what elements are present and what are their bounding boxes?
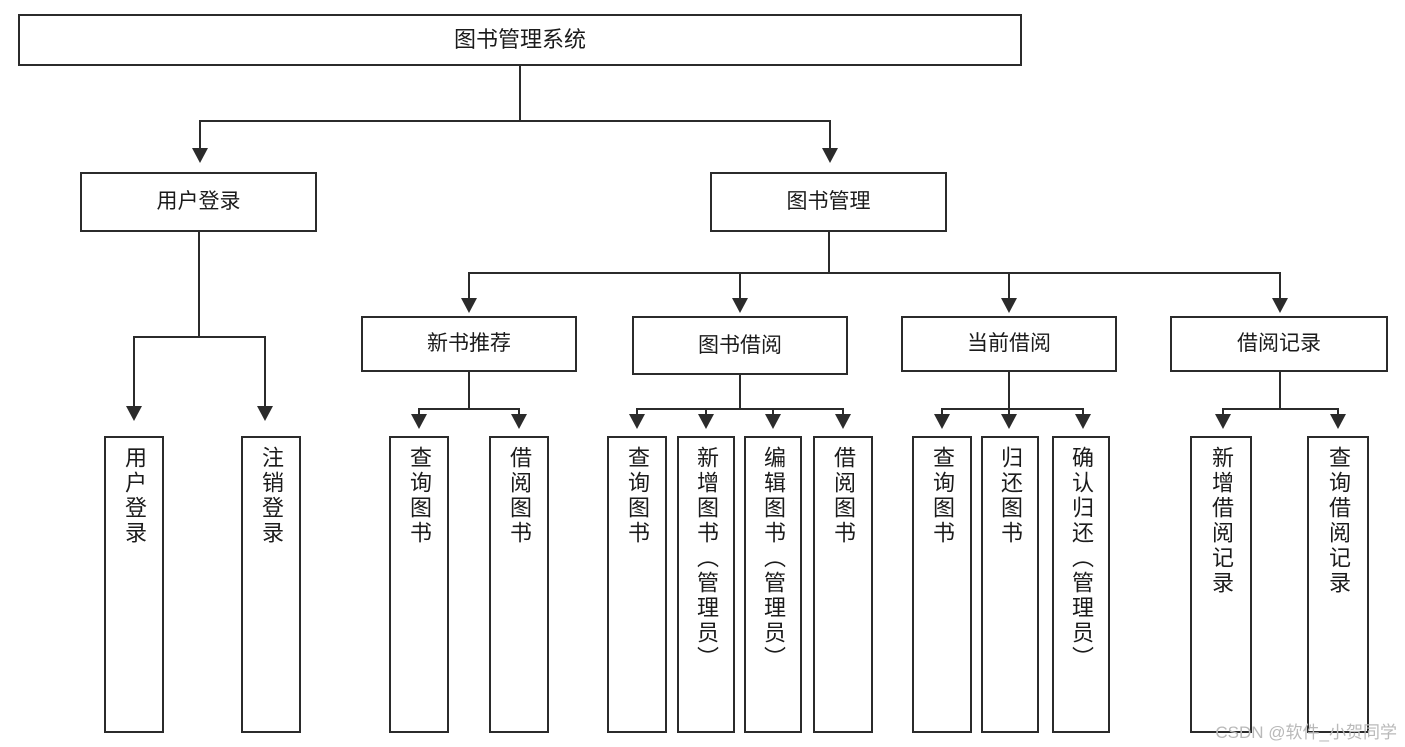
arrowhead-leaf-borrow-book-2 <box>835 414 851 429</box>
connector-current-borrow-to-leaf-3 <box>1082 408 1084 416</box>
connector-current-borrow-bus <box>941 408 1083 410</box>
arrowhead-leaf-query-record <box>1330 414 1346 429</box>
arrowhead-leaf-add-record <box>1215 414 1231 429</box>
arrowhead-new-book-rec <box>461 298 477 313</box>
node-leaf-return-book[interactable]: 归还图书 <box>981 436 1039 733</box>
connector-user-login-to-leaf-2 <box>264 336 266 408</box>
node-leaf-add-record-label: 新增借阅记录 <box>1209 446 1234 596</box>
connector-user-login-bus <box>133 336 264 338</box>
connector-current-borrow-stem <box>1008 372 1010 408</box>
node-book-manage-label: 图书管理 <box>786 190 871 214</box>
arrowhead-leaf-edit-book <box>765 414 781 429</box>
node-root[interactable]: 图书管理系统 <box>18 14 1022 66</box>
arrowhead-leaf-query-book-2 <box>629 414 645 429</box>
node-leaf-borrow-book-1-label: 借阅图书 <box>507 446 532 546</box>
connector-book-manage-stem <box>828 232 830 272</box>
node-book-borrow[interactable]: 图书借阅 <box>632 316 848 375</box>
node-leaf-confirm-return-label: 确认归还（管理员） <box>1069 446 1094 671</box>
node-leaf-query-book-3[interactable]: 查询图书 <box>912 436 972 733</box>
node-user-login-label: 用户登录 <box>156 190 241 214</box>
node-leaf-query-book-1[interactable]: 查询图书 <box>389 436 449 733</box>
arrowhead-user-login <box>192 148 208 163</box>
node-leaf-query-book-1-label: 查询图书 <box>407 446 432 546</box>
node-leaf-add-book[interactable]: 新增图书（管理员） <box>677 436 735 733</box>
arrowhead-leaf-logout-login <box>257 406 273 421</box>
arrowhead-leaf-user-login <box>126 406 142 421</box>
connector-book-manage-to-borrow-record <box>1279 272 1281 300</box>
connector-borrow-record-to-leaf-1 <box>1222 408 1224 416</box>
connector-user-login-to-leaf-1 <box>133 336 135 408</box>
connector-root-to-user-login <box>199 120 201 150</box>
connector-book-borrow-to-leaf-2 <box>705 408 707 416</box>
arrowhead-book-borrow <box>732 298 748 313</box>
node-current-borrow[interactable]: 当前借阅 <box>901 316 1117 372</box>
arrowhead-book-manage <box>822 148 838 163</box>
node-leaf-user-login[interactable]: 用户登录 <box>104 436 164 733</box>
connector-book-borrow-bus <box>636 408 843 410</box>
node-leaf-borrow-book-2[interactable]: 借阅图书 <box>813 436 873 733</box>
node-leaf-logout-login[interactable]: 注销登录 <box>241 436 301 733</box>
connector-root-stem <box>519 65 521 120</box>
node-leaf-add-record[interactable]: 新增借阅记录 <box>1190 436 1252 733</box>
connector-borrow-record-to-leaf-2 <box>1337 408 1339 416</box>
node-book-manage[interactable]: 图书管理 <box>710 172 947 232</box>
connector-book-borrow-stem <box>739 375 741 408</box>
arrowhead-leaf-return-book <box>1001 414 1017 429</box>
connector-book-manage-to-current-borrow <box>1008 272 1010 300</box>
connector-book-borrow-to-leaf-4 <box>842 408 844 416</box>
connector-book-borrow-to-leaf-3 <box>772 408 774 416</box>
connector-current-borrow-to-leaf-2 <box>1008 408 1010 416</box>
node-leaf-edit-book-label: 编辑图书（管理员） <box>761 446 786 671</box>
node-leaf-query-record[interactable]: 查询借阅记录 <box>1307 436 1369 733</box>
connector-new-book-rec-stem <box>468 372 470 408</box>
arrowhead-leaf-query-book-1 <box>411 414 427 429</box>
node-user-login[interactable]: 用户登录 <box>80 172 317 232</box>
node-leaf-user-login-label: 用户登录 <box>122 446 147 546</box>
connector-root-bus <box>199 120 831 122</box>
node-leaf-query-record-label: 查询借阅记录 <box>1326 446 1351 596</box>
node-root-label: 图书管理系统 <box>453 26 586 52</box>
node-leaf-borrow-book-2-label: 借阅图书 <box>831 446 856 546</box>
node-leaf-query-book-2-label: 查询图书 <box>625 446 650 546</box>
connector-book-manage-to-book-borrow <box>739 272 741 300</box>
arrowhead-current-borrow <box>1001 298 1017 313</box>
connector-book-manage-to-new-book-rec <box>468 272 470 300</box>
node-leaf-logout-login-label: 注销登录 <box>259 446 284 546</box>
connector-borrow-record-bus <box>1222 408 1338 410</box>
node-leaf-query-book-2[interactable]: 查询图书 <box>607 436 667 733</box>
node-leaf-return-book-label: 归还图书 <box>998 446 1023 546</box>
node-borrow-record[interactable]: 借阅记录 <box>1170 316 1388 372</box>
connector-user-login-stem <box>198 232 200 336</box>
connector-new-book-rec-bus <box>418 408 519 410</box>
watermark-text: CSDN @软件_小贺同学 <box>1215 723 1397 742</box>
node-leaf-edit-book[interactable]: 编辑图书（管理员） <box>744 436 802 733</box>
connector-new-book-rec-to-leaf-1 <box>418 408 420 416</box>
connector-book-manage-bus <box>468 272 1280 274</box>
node-leaf-query-book-3-label: 查询图书 <box>930 446 955 546</box>
node-book-borrow-label: 图书借阅 <box>698 333 782 357</box>
arrowhead-borrow-record <box>1272 298 1288 313</box>
connector-current-borrow-to-leaf-1 <box>941 408 943 416</box>
connector-root-to-book-manage <box>829 120 831 150</box>
arrowhead-leaf-add-book <box>698 414 714 429</box>
connector-new-book-rec-to-leaf-2 <box>518 408 520 416</box>
connector-book-borrow-to-leaf-1 <box>636 408 638 416</box>
node-borrow-record-label: 借阅记录 <box>1237 332 1321 356</box>
node-leaf-confirm-return[interactable]: 确认归还（管理员） <box>1052 436 1110 733</box>
arrowhead-leaf-borrow-book-1 <box>511 414 527 429</box>
node-leaf-add-book-label: 新增图书（管理员） <box>694 446 719 671</box>
node-current-borrow-label: 当前借阅 <box>967 332 1051 356</box>
node-leaf-borrow-book-1[interactable]: 借阅图书 <box>489 436 549 733</box>
node-new-book-rec-label: 新书推荐 <box>427 332 511 356</box>
arrowhead-leaf-confirm-return <box>1075 414 1091 429</box>
connector-borrow-record-stem <box>1279 372 1281 408</box>
arrowhead-leaf-query-book-3 <box>934 414 950 429</box>
node-new-book-rec[interactable]: 新书推荐 <box>361 316 577 372</box>
